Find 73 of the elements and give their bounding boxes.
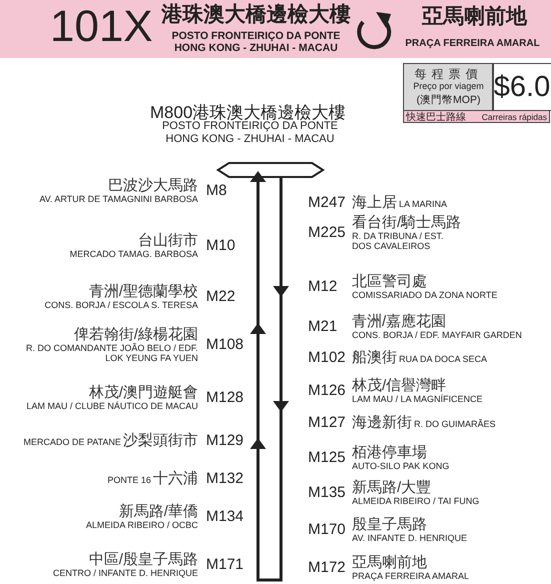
stop-name: 中區/殷皇子馬路 <box>88 551 198 568</box>
stop-name: 青洲/聖德蘭學校 <box>88 283 198 300</box>
destination-name: 亞馬喇前地 <box>421 5 528 29</box>
stop-code: M10 <box>206 237 236 254</box>
stop-name: 新馬路/大豐 <box>352 479 432 496</box>
stop-name: 林茂/信譽灣畔 <box>352 377 446 394</box>
stop-code: M134 <box>206 508 245 525</box>
stop-code: M102 <box>308 349 347 366</box>
stop-code: M126 <box>308 382 347 399</box>
currency-note: (澳門幣MOP) <box>416 93 482 107</box>
stop-name-portuguese: ALMEIDA RIBEIRO / TAI FUNG <box>352 496 480 506</box>
stop-name: 新馬路/華僑 <box>118 503 198 520</box>
stop-code: M12 <box>308 278 338 295</box>
stop-name: 栢港停車場 <box>352 444 427 461</box>
origin-name: 港珠澳大橋邊檢大樓 <box>160 3 352 27</box>
stop-name-portuguese: LAM MAU / LA MAGNÍFICENCE <box>352 394 483 404</box>
stop-name: 海邊新街 <box>352 414 412 431</box>
stop-code: M129 <box>206 432 245 449</box>
stop-name: 船澳街 <box>352 349 397 366</box>
stop-code: M247 <box>308 194 347 211</box>
stop-name: 海上居 <box>352 194 397 211</box>
stop-code: M21 <box>308 318 338 335</box>
stop-name: 俾若翰街/綠楊花園 <box>74 326 198 343</box>
stop-name-portuguese: AUTO-SILO PAK KONG <box>352 461 450 471</box>
stop-name: 看台街/騎士馬路 <box>352 214 462 231</box>
stop-name-portuguese: ALMEIDA RIBEIRO / OCBC <box>86 520 198 530</box>
stop-code: M128 <box>206 389 245 406</box>
stop-code: M135 <box>308 484 347 501</box>
stop-name: 台山街市 <box>138 232 198 249</box>
stop-name: 亞馬喇前地 <box>352 554 427 571</box>
stop-name-portuguese: COMISSARIADO DA ZONA NORTE <box>352 290 498 300</box>
route-number: 101X <box>50 1 154 53</box>
stop-name-portuguese: CONS. BORJA / ESCOLA S. TERESA <box>44 300 198 310</box>
stop-name: 青洲/嘉應花園 <box>352 313 446 330</box>
stop-name-portuguese: CENTRO / INFANTE D. HENRIQUE <box>52 568 198 578</box>
stop-name: 林茂/澳門遊艇會 <box>88 384 198 401</box>
stop-code: M8 <box>206 182 228 199</box>
route-type-portuguese: Carreiras rápidas <box>482 112 547 122</box>
stop-code: M132 <box>206 470 245 487</box>
stop-code: M170 <box>308 521 347 538</box>
stop-code: M108 <box>206 336 245 353</box>
stop-code: M171 <box>206 556 245 573</box>
stop-name: 沙梨頭街市 <box>123 432 198 449</box>
stop-name-portuguese: MERCADO DE PATANE <box>23 437 121 447</box>
stop-code: M127 <box>308 414 347 431</box>
stop-name: 巴波沙大馬路 <box>108 177 198 194</box>
stop-code: M172 <box>308 559 347 576</box>
terminus-name-portuguese: POSTO FRONTEIRIÇO DA PONTE HONG KONG - ZHUHAI - MACAU <box>161 120 339 146</box>
stop-code: M800 <box>150 103 193 122</box>
stop-code: M22 <box>206 288 236 305</box>
stop-name-portuguese: AV. INFANTE D. HENRIQUE <box>352 533 468 543</box>
stop-name-portuguese: CONS. BORJA / EDF. MAYFAIR GARDEN <box>352 330 522 340</box>
fare-label: 每程票價 <box>414 66 484 82</box>
stop-name: 殷皇子馬路 <box>352 516 427 533</box>
stop-name-portuguese: PONTE 16 <box>107 475 151 485</box>
stop-code: M125 <box>308 449 347 466</box>
fare-label-portuguese: Preço por viagem <box>412 81 485 91</box>
stop-name-portuguese: R. DO GUIMARÃES <box>414 419 496 429</box>
stop-name-portuguese: RUA DA DOCA SECA <box>399 354 488 364</box>
stop-name: 十六浦 <box>153 470 198 487</box>
destination-name-portuguese: PRAÇA FERREIRA AMARAL <box>404 38 541 50</box>
origin-name-portuguese: POSTO FRONTEIRIÇO DA PONTE HONG KONG - ZHUHAI - MACAU <box>170 30 342 54</box>
route-type: 快速巴士路線 <box>406 110 466 124</box>
stop-name: 北區警司處 <box>352 273 427 290</box>
stop-name-portuguese: PRAÇA FERREIRA AMARAL <box>352 571 470 581</box>
stop-name-portuguese: LAM MAU / CLUBE NÁUTICO DE MACAU <box>26 401 198 411</box>
stop-name-portuguese: R. DA TRIBUNA / EST. DOS CAVALEIROS <box>352 231 444 251</box>
stop-name-portuguese: R. DO COMANDANTE JOÃO BELO / EDF. LOK YEUNG FA YUEN <box>24 343 198 363</box>
stop-name: 港珠澳大橋邊檢大樓 <box>192 103 346 122</box>
stop-name-portuguese: AV. ARTUR DE TAMAGNINI BARBOSA <box>39 194 198 204</box>
stop-name-portuguese: LA MARINA <box>399 199 448 209</box>
stop-code: M225 <box>308 224 347 241</box>
stop-name-portuguese: MERCADO TAMAG. BARBOSA <box>70 249 198 259</box>
